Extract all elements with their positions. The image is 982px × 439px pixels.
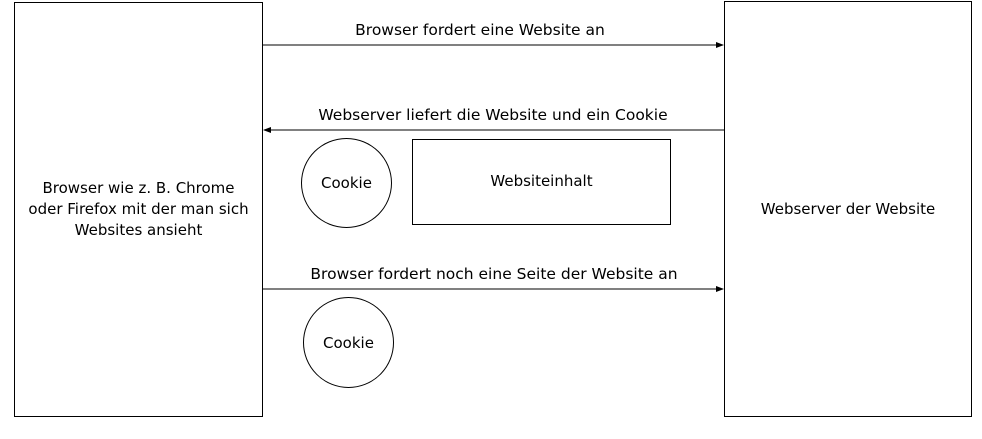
- arrow-label-response: Webserver liefert die Website und ein Co…: [318, 106, 668, 124]
- browser-label: Browser wie z. B. Chrome oder Firefox mi…: [28, 179, 249, 239]
- website-content-label: Websiteinhalt: [490, 172, 593, 190]
- arrow-label-request-1: Browser fordert eine Website an: [355, 21, 605, 39]
- cookie-circle-request: Cookie: [303, 297, 394, 388]
- webserver-label: Webserver der Website: [760, 200, 936, 218]
- cookie-label: Cookie: [321, 174, 372, 192]
- cookie-circle-response: Cookie: [301, 138, 392, 228]
- arrow-label-request-2: Browser fordert noch eine Seite der Webs…: [310, 265, 678, 283]
- cookie-label: Cookie: [323, 333, 374, 352]
- website-content-box: Websiteinhalt: [412, 139, 671, 225]
- webserver-box: Webserver der Website: [724, 1, 972, 417]
- browser-box: Browser wie z. B. Chrome oder Firefox mi…: [14, 2, 263, 417]
